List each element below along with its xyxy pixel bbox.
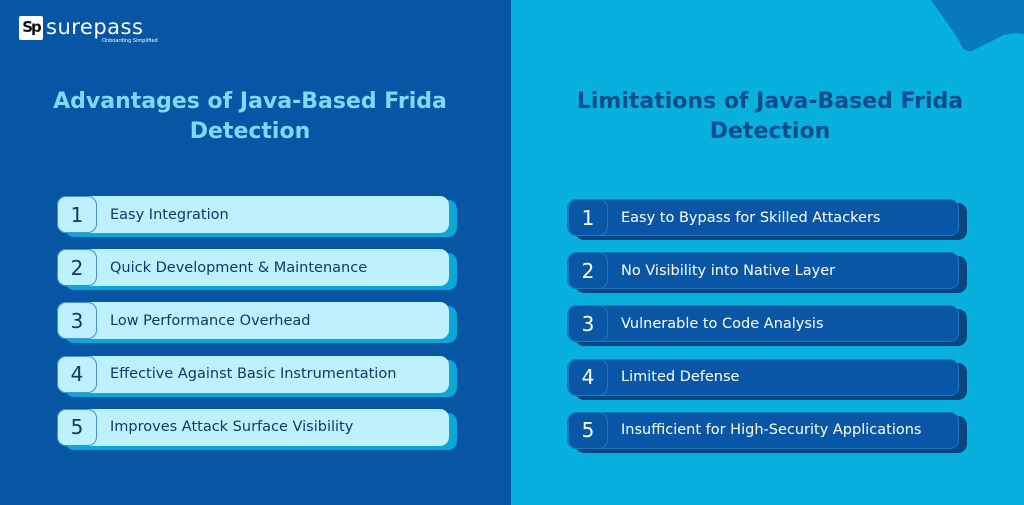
- item-number: 5: [568, 411, 608, 449]
- item-label: Quick Development & Maintenance: [110, 259, 368, 276]
- logo-tagline: Onboarding Simplified: [102, 38, 158, 44]
- item-pill: 3 Low Performance Overhead: [57, 302, 449, 340]
- item-pill: 2 Quick Development & Maintenance: [57, 249, 449, 287]
- item-label: Vulnerable to Code Analysis: [621, 315, 824, 332]
- item-pill: 4 Effective Against Basic Instrumentatio…: [57, 355, 449, 393]
- item-label: Effective Against Basic Instrumentation: [110, 366, 397, 383]
- item-label: Improves Attack Surface Visibility: [110, 419, 354, 436]
- limitations-item: 1 Easy to Bypass for Skilled Attackers: [567, 199, 967, 240]
- item-pill: 1 Easy Integration: [57, 196, 449, 233]
- item-pill: 5 Insufficient for High-Security Applica…: [567, 411, 959, 449]
- logo-name: surepass: [46, 15, 144, 39]
- advantages-item: 5 Improves Attack Surface Visibility: [57, 408, 457, 450]
- limitations-title: Limitations of Java-Based Frida Detectio…: [576, 89, 964, 144]
- limitations-item: 2 No Visibility into Native Layer: [567, 252, 967, 294]
- item-pill: 1 Easy to Bypass for Skilled Attackers: [567, 199, 959, 236]
- item-label: Easy to Bypass for Skilled Attackers: [621, 209, 881, 226]
- item-label: Insufficient for High-Security Applicati…: [621, 422, 922, 439]
- item-pill: 4 Limited Defense: [567, 358, 959, 396]
- item-pill: 3 Vulnerable to Code Analysis: [567, 305, 959, 343]
- advantages-title: Advantages of Java-Based Frida Detection: [53, 89, 447, 144]
- item-label: Limited Defense: [621, 369, 740, 386]
- item-number: 5: [57, 408, 97, 446]
- decorative-wave: [931, 0, 1024, 52]
- item-number: 4: [568, 358, 608, 396]
- item-pill: 5 Improves Attack Surface Visibility: [57, 408, 449, 446]
- logo-mark: Sp: [19, 16, 43, 40]
- limitations-item: 5 Insufficient for High-Security Applica…: [567, 411, 967, 453]
- item-number: 2: [57, 249, 97, 287]
- advantages-item: 1 Easy Integration: [57, 196, 457, 237]
- advantages-item: 3 Low Performance Overhead: [57, 302, 457, 344]
- item-label: Easy Integration: [110, 206, 229, 223]
- item-label: No Visibility into Native Layer: [621, 262, 836, 279]
- item-number: 3: [568, 305, 608, 343]
- item-number: 4: [57, 355, 97, 393]
- surepass-logo: Sp surepass Onboarding Simplified: [19, 15, 158, 44]
- limitations-item: 4 Limited Defense: [567, 358, 967, 400]
- limitations-item: 3 Vulnerable to Code Analysis: [567, 305, 967, 347]
- advantages-item: 2 Quick Development & Maintenance: [57, 249, 457, 291]
- item-pill: 2 No Visibility into Native Layer: [567, 252, 959, 290]
- item-number: 1: [568, 199, 608, 236]
- item-number: 2: [568, 252, 608, 290]
- item-number: 3: [57, 302, 97, 340]
- item-label: Low Performance Overhead: [110, 312, 311, 329]
- advantages-item: 4 Effective Against Basic Instrumentatio…: [57, 355, 457, 397]
- item-number: 1: [57, 196, 97, 233]
